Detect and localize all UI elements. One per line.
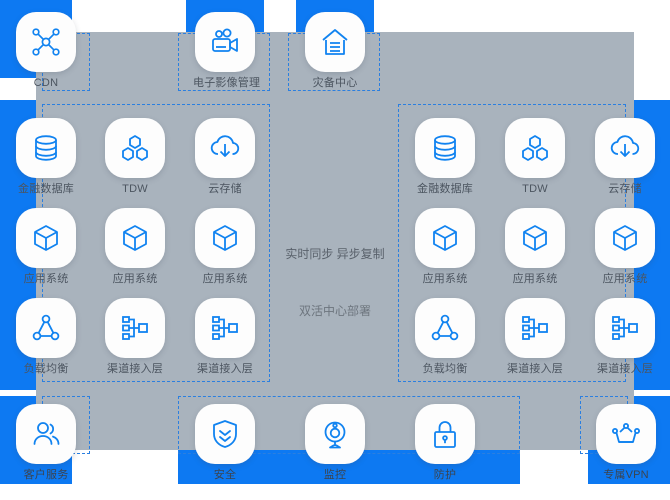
- card-label: TDW: [122, 183, 148, 195]
- card-right-app-2[interactable]: 应用系统: [503, 208, 567, 286]
- cube-icon: [105, 208, 165, 268]
- cloud-download-icon: [195, 118, 255, 178]
- card-label: 应用系统: [23, 273, 69, 285]
- cube-icon: [595, 208, 655, 268]
- cube-icon: [195, 208, 255, 268]
- card-left-cloud-storage[interactable]: 云存储: [193, 118, 257, 196]
- card-right-database[interactable]: 金融数据库: [413, 118, 477, 196]
- card-right-app-3[interactable]: 应用系统: [593, 208, 657, 286]
- card-label: 电子影像管理: [193, 77, 261, 89]
- card-security[interactable]: 安全: [193, 404, 257, 482]
- cube-icon: [16, 208, 76, 268]
- card-left-app-1[interactable]: 应用系统: [14, 208, 78, 286]
- camera-monitor-icon: [305, 404, 365, 464]
- card-label: 渠道接入层: [197, 363, 253, 375]
- hexagon-cluster-icon: [105, 118, 165, 178]
- card-label: 监控: [323, 469, 347, 481]
- card-label: TDW: [522, 183, 548, 195]
- centre-label-dual: 双活中心部署: [298, 304, 371, 318]
- users-icon: [16, 404, 76, 464]
- card-label: 渠道接入层: [597, 363, 653, 375]
- hexagon-cluster-icon: [505, 118, 565, 178]
- card-label: 渠道接入层: [507, 363, 563, 375]
- card-label: 金融数据库: [417, 183, 473, 195]
- hierarchy-icon: [195, 298, 255, 358]
- card-left-tdw[interactable]: TDW: [103, 118, 167, 196]
- card-label: CDN: [33, 77, 59, 89]
- database-icon: [415, 118, 475, 178]
- card-label: 应用系统: [602, 273, 648, 285]
- card-left-channel-1[interactable]: 渠道接入层: [103, 298, 167, 376]
- hierarchy-icon: [105, 298, 165, 358]
- load-balancer-icon: [415, 298, 475, 358]
- card-left-database[interactable]: 金融数据库: [14, 118, 78, 196]
- load-balancer-icon: [16, 298, 76, 358]
- hierarchy-icon: [595, 298, 655, 358]
- card-dr-center[interactable]: 灾备中心: [303, 12, 367, 90]
- card-left-app-3[interactable]: 应用系统: [193, 208, 257, 286]
- card-cdn[interactable]: CDN: [14, 12, 78, 90]
- card-label: 安全: [213, 469, 237, 481]
- card-left-load-balancer[interactable]: 负载均衡: [14, 298, 78, 376]
- card-right-app-1[interactable]: 应用系统: [413, 208, 477, 286]
- card-label: 渠道接入层: [107, 363, 163, 375]
- card-label: 防护: [433, 469, 457, 481]
- cloud-download-icon: [595, 118, 655, 178]
- cube-icon: [415, 208, 475, 268]
- crown-icon: [596, 404, 656, 464]
- card-protection[interactable]: 防护: [413, 404, 477, 482]
- card-label: 负载均衡: [23, 363, 69, 375]
- card-right-tdw[interactable]: TDW: [503, 118, 567, 196]
- card-dedicated-vpn[interactable]: 专属VPN: [594, 404, 658, 482]
- video-camera-icon: [195, 12, 255, 72]
- card-label: 客户服务: [23, 469, 69, 481]
- warehouse-icon: [305, 12, 365, 72]
- card-right-channel-2[interactable]: 渠道接入层: [593, 298, 657, 376]
- shield-chevron-icon: [195, 404, 255, 464]
- hierarchy-icon: [505, 298, 565, 358]
- card-label: 负载均衡: [422, 363, 468, 375]
- card-label: 应用系统: [512, 273, 558, 285]
- centre-label-sync: 实时同步 异步复制: [285, 247, 385, 261]
- card-left-app-2[interactable]: 应用系统: [103, 208, 167, 286]
- card-label: 金融数据库: [18, 183, 74, 195]
- cube-icon: [505, 208, 565, 268]
- card-left-channel-2[interactable]: 渠道接入层: [193, 298, 257, 376]
- card-label: 专属VPN: [603, 469, 649, 481]
- card-label: 云存储: [608, 183, 642, 195]
- card-video-imaging[interactable]: 电子影像管理: [193, 12, 261, 90]
- card-label: 应用系统: [422, 273, 468, 285]
- card-right-channel-1[interactable]: 渠道接入层: [503, 298, 567, 376]
- network-nodes-icon: [16, 12, 76, 72]
- card-label: 应用系统: [202, 273, 248, 285]
- card-label: 应用系统: [112, 273, 158, 285]
- card-right-load-balancer[interactable]: 负载均衡: [413, 298, 477, 376]
- card-label: 云存储: [208, 183, 242, 195]
- card-customer-service[interactable]: 客户服务: [14, 404, 78, 482]
- lock-icon: [415, 404, 475, 464]
- card-right-cloud-storage[interactable]: 云存储: [593, 118, 657, 196]
- database-icon: [16, 118, 76, 178]
- card-monitoring[interactable]: 监控: [303, 404, 367, 482]
- card-label: 灾备中心: [312, 77, 358, 89]
